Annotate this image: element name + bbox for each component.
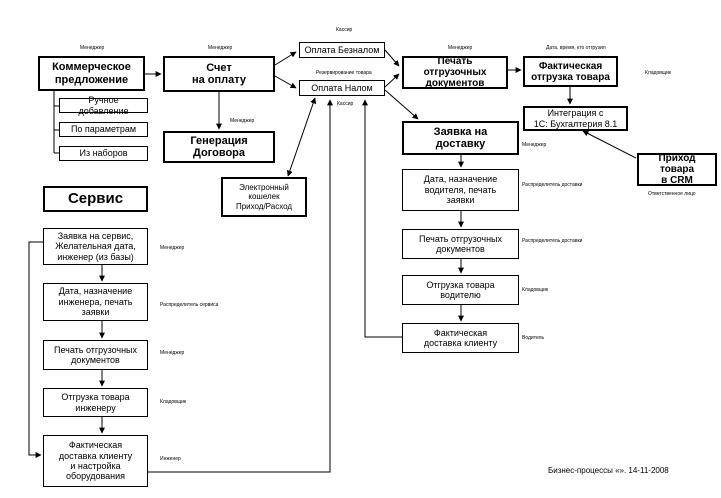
role-storekeeper-driver: Кладовщик [522, 287, 549, 293]
print-docs-service-box: Печать отгрузочных документов [43, 340, 148, 370]
role-manager-service-print: Менеджер [160, 350, 185, 356]
role-responsible-person: Ответственное лицо [648, 191, 696, 197]
electronic-wallet-label: Электронный кошелек Приход/Расход [235, 183, 293, 211]
integration-1c-box: Интеграция с 1С: Бухгалтерия 8.1 [523, 106, 628, 131]
actual-delivery-box: Фактическая доставка клиенту [402, 323, 519, 353]
role-engineer: Инженер [160, 456, 181, 462]
cashless-payment-box: Оплата Безналом [299, 42, 385, 58]
print-docs-delivery-box: Печать отгрузочных документов [402, 229, 519, 259]
role-manager-kp: Менеджер [80, 45, 105, 51]
role-dispatcher-service: Распределитель сервиса [160, 302, 219, 308]
arrow-cash-to-delivery-request [384, 89, 419, 120]
role-manager-contract: Менеджер [230, 118, 255, 124]
role-driver: Водитель [522, 335, 545, 341]
service-box: Сервис [43, 186, 148, 212]
assign-driver-box: Дата, назначение водителя, печать заявки [402, 169, 519, 211]
role-cashier-mid: Кассир [337, 101, 354, 107]
invoice-box: Счет на оплату [163, 56, 275, 92]
arrow-invoice-to-cash [274, 75, 297, 89]
ship-to-driver-box: Отгрузка товара водителю [402, 275, 519, 305]
kp-options-bracket [53, 90, 59, 154]
by-params-box: По параметрам [59, 122, 148, 137]
electronic-wallet-box: Электронный кошелек Приход/Расход [221, 177, 307, 217]
role-manager-delivery: Менеджер [522, 142, 547, 148]
arrow-invoice-to-cashless [274, 51, 297, 66]
cash-payment-box: Оплата Налом [299, 80, 385, 96]
commercial-offer-box: Коммерческое предложение [38, 56, 145, 91]
arrow-service-to-cash [148, 99, 333, 473]
role-date-time-who: Дата, время, кто отгрузил [546, 45, 606, 51]
arrow-cash-to-print [384, 73, 400, 88]
manual-add-box: Ручное добавление [59, 95, 148, 116]
footer-caption: Бизнес-процессы «». 14-11-2008 [548, 466, 669, 475]
from-sets-box: Из наборов [59, 146, 148, 161]
delivery-request-box: Заявка на доставку [402, 121, 519, 155]
role-storekeeper-ship: Кладовщик [645, 70, 672, 76]
role-dispatcher-delivery-2: Распределитель доставки [522, 238, 583, 244]
role-dispatcher-delivery-1: Распределитель доставки [522, 182, 583, 188]
assign-engineer-box: Дата, назначение инженера, печать заявки [43, 283, 148, 321]
arrow-delivery-back-to-cash [362, 99, 402, 338]
arrow-service-bypass [28, 241, 43, 458]
role-cashier-top: Кассир [336, 27, 353, 33]
delivery-and-setup-box: Фактическая доставка клиенту и настройка… [43, 435, 148, 487]
delivery-and-setup-label: Фактическая доставка клиенту и настройка… [58, 440, 133, 482]
role-reserve-goods: Резервирование товара [316, 70, 372, 76]
ship-to-engineer-box: Отгрузка товара инженеру [43, 388, 148, 417]
arrow-ewallet-cash [286, 97, 317, 177]
print-shipping-docs-box: Печать отгрузочных документов [402, 56, 508, 89]
contract-generation-box: Генерация Договора [163, 131, 275, 163]
role-manager-invoice: Менеджер [208, 45, 233, 51]
role-manager-print: Менеджер [448, 45, 473, 51]
role-manager-service: Менеджер [160, 245, 185, 251]
role-storekeeper-engineer: Кладовщик [160, 399, 187, 405]
arrow-receipt-to-1c [582, 130, 637, 159]
goods-receipt-crm-box: Приход товара в CRM [637, 153, 717, 186]
service-request-box: Заявка на сервис, Желательная дата, инже… [43, 228, 148, 265]
actual-shipment-box: Фактическая отгрузка товара [523, 56, 618, 87]
arrow-cashless-to-print [384, 49, 400, 67]
